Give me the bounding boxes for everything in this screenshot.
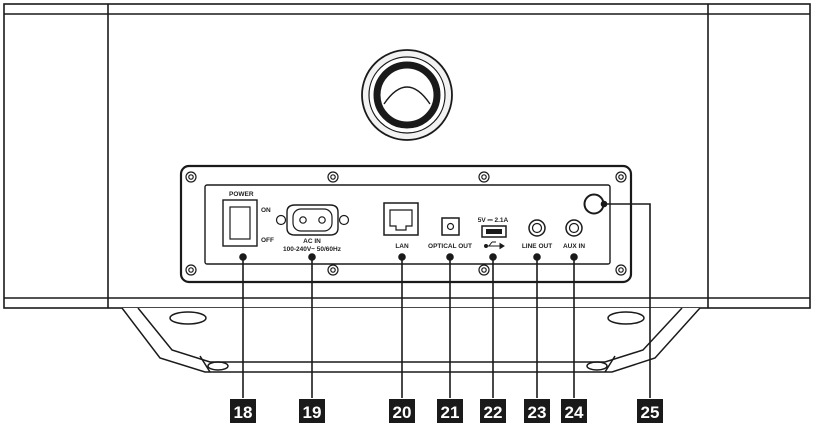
device-base: [121, 307, 701, 373]
screw-icon: [615, 264, 627, 276]
leader-lines: [239, 200, 651, 398]
aux-in-label: AUX IN: [563, 243, 585, 250]
callout-25: 25: [637, 399, 663, 423]
callout-number: 18: [234, 403, 253, 422]
ac-in-socket: [275, 204, 350, 236]
line-out-port: [528, 219, 546, 237]
aux-in-port: [565, 219, 583, 237]
callout-number: 25: [641, 403, 660, 422]
callout-number: 21: [441, 403, 460, 422]
screw-icon: [615, 171, 627, 183]
screw-icon: [327, 171, 339, 183]
usb-rating-label: 5V ⎓ 2.1A: [478, 217, 509, 224]
callout-18: 18: [230, 399, 256, 423]
screw-icon: [478, 264, 490, 276]
line-out-label: LINE OUT: [522, 243, 552, 250]
callout-number: 22: [484, 403, 503, 422]
callout-number: 19: [303, 403, 322, 422]
screw-icon: [185, 264, 197, 276]
screw-icon: [478, 171, 490, 183]
callout-24: 24: [561, 399, 587, 423]
callout-number: 24: [565, 403, 584, 422]
power-on-label: ON: [261, 207, 271, 214]
power-switch: POWER ON OFF: [222, 191, 274, 247]
screw-icon: [327, 264, 339, 276]
usb-port: [481, 225, 507, 238]
right-foot: [607, 311, 645, 325]
bass-port: [361, 49, 453, 141]
callout-number: 20: [393, 403, 412, 422]
ac-in-label: AC IN: [303, 238, 321, 245]
callout-21: 21: [437, 399, 463, 423]
callout-23: 23: [524, 399, 550, 423]
usb-icon: [484, 241, 505, 250]
antenna-connector: [583, 193, 605, 215]
power-label: POWER: [229, 191, 254, 198]
lan-label: LAN: [395, 243, 409, 250]
lan-port: [383, 202, 419, 236]
power-off-label: OFF: [261, 237, 274, 244]
callout-19: 19: [299, 399, 325, 423]
optical-out-port: [441, 217, 460, 236]
left-foot: [169, 311, 207, 325]
panel-screws: [185, 171, 627, 276]
callout-20: 20: [389, 399, 415, 423]
optical-out-label: OPTICAL OUT: [428, 243, 472, 250]
callout-22: 22: [480, 399, 506, 423]
screw-icon: [185, 171, 197, 183]
callout-number: 23: [528, 403, 547, 422]
ac-rating-label: 100-240V~ 50/60Hz: [283, 246, 342, 253]
